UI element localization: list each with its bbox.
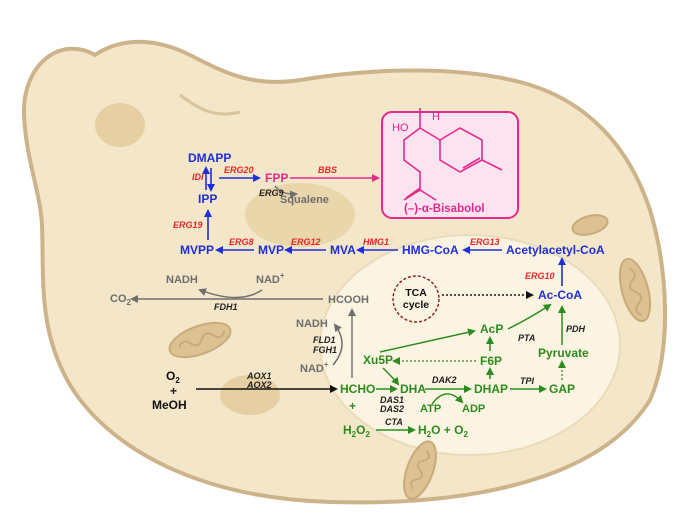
erg19-enzyme: ERG19: [173, 220, 203, 230]
fgh1-enzyme: FGH1: [313, 345, 337, 355]
hmgcoa-label: HMG-CoA: [402, 243, 459, 257]
dmapp-label: DMAPP: [188, 151, 231, 165]
erg10-enzyme: ERG10: [525, 271, 555, 281]
atp-adp-curl: [431, 393, 464, 405]
xump-pathway: Xu5P HCHO DHA DHAP ATP ADP GAP F6P AcP P…: [340, 303, 589, 439]
nadh-top-label: NADH: [166, 274, 198, 286]
tca-circle: [392, 275, 440, 323]
tca-line2: cycle: [403, 299, 429, 311]
co2-label: CO2: [110, 293, 132, 307]
formate-branch: NADH NAD+ FDH1 CO2 HCOOH NADH NAD+ FLD1 …: [110, 271, 369, 412]
bisabolol-name: (–)-α-Bisabolol: [404, 203, 485, 215]
nadh-mid-label: NADH: [296, 318, 328, 330]
accoa-label: Ac-CoA: [538, 288, 582, 302]
vacuole: [319, 234, 621, 456]
arrow-acp-to-accoa: [507, 303, 552, 330]
aox2-enzyme: AOX2: [246, 380, 272, 390]
o2-meoh-plus: +: [170, 384, 177, 398]
das2-enzyme: DAS2: [380, 404, 404, 414]
atp-label: ATP: [420, 403, 441, 415]
xu5p-label: Xu5P: [363, 353, 393, 367]
organelle: [220, 375, 280, 415]
aox1-enzyme: AOX1: [246, 371, 272, 381]
o2-label: O2: [166, 369, 180, 385]
mitochondrion: [571, 214, 609, 236]
mitochondrion: [168, 321, 232, 359]
idi-enzyme: IDI: [192, 172, 204, 182]
acp-label: AcP: [480, 322, 503, 336]
pta-enzyme: PTA: [518, 333, 535, 343]
mevalonate-pathway: DMAPP IPP FPP Squalene MVPP MVP MVA HMG-…: [173, 151, 605, 302]
organelle: [95, 103, 145, 147]
fdh1-enzyme: FDH1: [214, 302, 238, 312]
mitochondrion: [618, 257, 652, 323]
dhap-label: DHAP: [474, 382, 508, 396]
f6p-label: F6P: [480, 354, 502, 368]
gap-label: GAP: [549, 382, 575, 396]
hcho-label: HCHO: [340, 382, 375, 396]
organelle: [245, 183, 355, 247]
tpi-enzyme: TPI: [520, 376, 535, 386]
adp-label: ADP: [462, 403, 485, 415]
bbs-enzyme: BBS: [318, 165, 337, 175]
arrow-nad-to-nadh: [198, 288, 263, 299]
h2o2-label: H2O2: [343, 423, 370, 439]
mitochondrion: [403, 440, 437, 500]
das1-enzyme: DAS1: [380, 395, 404, 405]
hmg1-enzyme: HMG1: [363, 237, 389, 247]
dak2-enzyme: DAK2: [432, 375, 457, 385]
hcooh-label: HCOOH: [328, 294, 369, 306]
erg12-enzyme: ERG12: [291, 237, 321, 247]
acetoacetyl-coa-label: Acetylacetyl-CoA: [506, 243, 605, 257]
tca-line1: TCA: [405, 287, 427, 299]
arrow-xu5p-to-acp: [379, 328, 476, 353]
dha-label: DHA: [400, 382, 426, 396]
meoh-label: MeOH: [152, 398, 187, 412]
tca-cycle: TCA cycle: [392, 275, 534, 323]
nad-mid-label: NAD+: [300, 360, 329, 375]
erg13-enzyme: ERG13: [470, 237, 500, 247]
pdh-enzyme: PDH: [566, 324, 586, 334]
erg9-enzyme: ERG9: [259, 188, 284, 198]
erg8-enzyme: ERG8: [229, 237, 254, 247]
erg20-enzyme: ERG20: [224, 165, 254, 175]
h-atom: H: [432, 111, 440, 123]
nad-top-label: NAD+: [256, 271, 285, 286]
bud-neck: [179, 93, 241, 116]
arrow-nad-to-nadh-mid: [332, 323, 343, 366]
fpp-label: FPP: [265, 171, 288, 185]
pyruvate-label: Pyruvate: [538, 346, 589, 360]
hcho-plus: +: [349, 399, 356, 413]
h2o-o2-label: H2O + O2: [418, 423, 468, 439]
mvp-label: MVP: [258, 243, 284, 257]
arrow-xu5p-to-dha: [382, 367, 400, 386]
cta-enzyme: CTA: [385, 417, 403, 427]
mva-label: MVA: [330, 243, 356, 257]
ipp-label: IPP: [198, 192, 217, 206]
arrow-to-squalene: [274, 185, 298, 199]
ho-group: HO: [392, 122, 409, 134]
fld1-enzyme: FLD1: [313, 335, 336, 345]
mvpp-label: MVPP: [180, 243, 214, 257]
squalene-label: Squalene: [280, 194, 329, 206]
bisabolol-box: HO H (–)-α-Bisabolol: [381, 108, 519, 219]
bisabolol-structure: [403, 108, 503, 201]
